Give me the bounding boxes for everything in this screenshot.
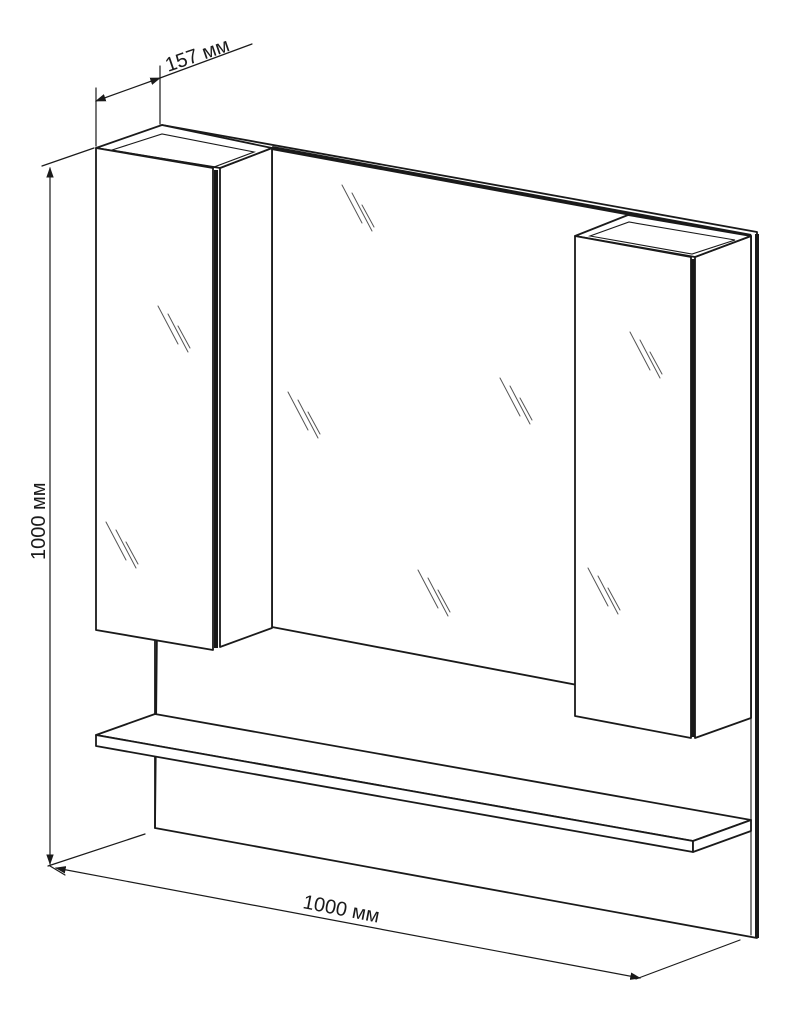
mirror-glare-marks bbox=[105, 184, 663, 617]
shelf-side bbox=[692, 819, 752, 853]
glare-mark bbox=[287, 391, 321, 439]
glare-mark bbox=[105, 521, 139, 569]
glare-mark bbox=[341, 184, 375, 232]
glare-mark bbox=[157, 305, 191, 353]
width-extension-line-right bbox=[635, 939, 741, 980]
glare-mark bbox=[417, 569, 451, 617]
width-dimension-line bbox=[54, 866, 642, 980]
left-cabinet bbox=[95, 124, 273, 651]
height-extension-line-top bbox=[41, 147, 95, 167]
glare-mark bbox=[587, 567, 621, 615]
height-extension-line-bottom bbox=[47, 833, 146, 867]
height-label: 1000 мм bbox=[28, 482, 50, 560]
glare-mark bbox=[499, 377, 533, 425]
height-dimension: 1000 мм bbox=[28, 147, 146, 867]
left-cabinet-side bbox=[219, 147, 273, 648]
left-cabinet-top-inset bbox=[111, 133, 257, 168]
depth-label: 157 мм bbox=[162, 34, 232, 76]
right-cabinet bbox=[574, 214, 752, 739]
shelf bbox=[95, 713, 752, 853]
glare-mark bbox=[629, 331, 663, 379]
left-cabinet-door[interactable] bbox=[95, 147, 214, 651]
width-extension-line-left bbox=[49, 865, 66, 876]
depth-dimension-line bbox=[94, 77, 162, 102]
depth-leader-line bbox=[159, 43, 253, 79]
right-cabinet-side bbox=[694, 235, 752, 739]
right-cabinet-top-inset bbox=[587, 221, 736, 255]
right-cabinet-door[interactable] bbox=[574, 235, 692, 739]
